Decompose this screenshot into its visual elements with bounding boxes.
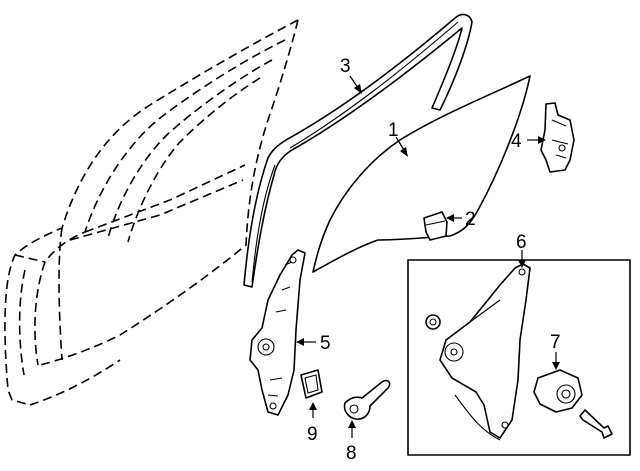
window-regulator: [249, 249, 306, 416]
callout-8: 8: [346, 443, 357, 464]
door-glass: [312, 75, 531, 273]
window-crank-handle: [343, 379, 391, 420]
callout-2: 2: [465, 209, 476, 230]
callout-7: 7: [550, 332, 561, 353]
regulator-bracket: [540, 102, 575, 173]
glass-run-channel: [243, 13, 473, 288]
callout-6: 6: [516, 232, 527, 253]
callout-1: 1: [388, 120, 399, 141]
callout-4: 4: [511, 131, 522, 152]
callout-3: 3: [340, 56, 351, 77]
regulator-kit-box: [407, 259, 631, 456]
door-frame-outline: [4, 19, 299, 406]
callout-5: 5: [320, 333, 331, 354]
regulator-grommet: [300, 369, 323, 399]
glass-bracket: [423, 211, 448, 241]
callout-labels: 1 2 3 4 5 6 7 8 9: [307, 56, 561, 464]
callout-9: 9: [307, 424, 318, 445]
leader-lines: [296, 75, 560, 438]
